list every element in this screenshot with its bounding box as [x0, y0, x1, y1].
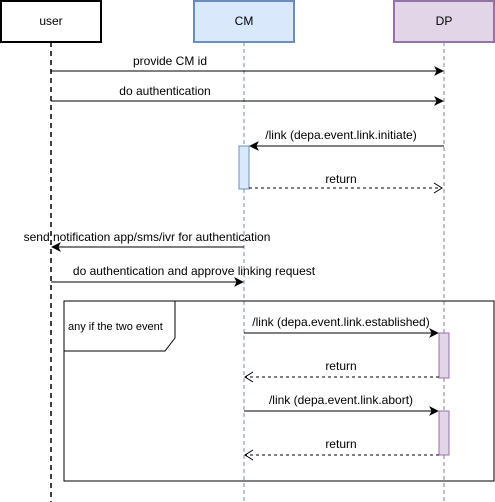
participant-dp: DP: [393, 0, 495, 43]
message-provide-cm-id-label: provide CM id: [133, 54, 207, 68]
dp-activation-bar-established: [438, 332, 450, 379]
message-send-notification-label: send notification app/sms/ivr for authen…: [24, 230, 271, 244]
participant-user: user: [0, 0, 102, 43]
participant-user-label: user: [39, 14, 62, 28]
message-return-2: return: [244, 359, 439, 383]
fragment-frame: [63, 300, 495, 482]
message-link-established: /link (depa.event.link.established): [244, 315, 439, 338]
fragment-label: any if the two event: [68, 321, 163, 333]
participant-cm: CM: [193, 0, 295, 43]
message-do-authentication: do authentication: [51, 84, 444, 106]
message-return-3: return: [244, 437, 439, 461]
message-approve-linking-label: do authentication and approve linking re…: [73, 264, 316, 278]
alt-fragment: any if the two event: [63, 300, 495, 482]
message-link-initiate: /link (depa.event.link.initiate): [249, 128, 444, 151]
message-return-3-label: return: [325, 437, 356, 451]
message-link-abort-label: /link (depa.event.link.abort): [269, 393, 413, 407]
message-return-1-label: return: [325, 172, 356, 186]
dp-activation-bar-abort: [438, 410, 450, 456]
participant-cm-label: CM: [235, 14, 254, 28]
message-link-established-label: /link (depa.event.link.established): [252, 315, 429, 329]
message-link-abort: /link (depa.event.link.abort): [244, 393, 439, 416]
message-return-1: return: [249, 172, 443, 194]
message-send-notification: send notification app/sms/ivr for authen…: [24, 230, 271, 252]
message-approve-linking: do authentication and approve linking re…: [51, 264, 316, 287]
message-link-initiate-label: /link (depa.event.link.initiate): [265, 128, 416, 142]
cm-activation-bar: [238, 145, 250, 190]
message-provide-cm-id: provide CM id: [51, 54, 444, 76]
participant-cm-box: [193, 0, 295, 43]
participant-user-box: [0, 0, 102, 43]
participant-dp-box: [393, 0, 495, 43]
participant-dp-label: DP: [436, 14, 453, 28]
message-return-2-label: return: [325, 359, 356, 373]
message-do-authentication-label: do authentication: [119, 84, 210, 98]
fragment-label-tab: [63, 300, 176, 352]
